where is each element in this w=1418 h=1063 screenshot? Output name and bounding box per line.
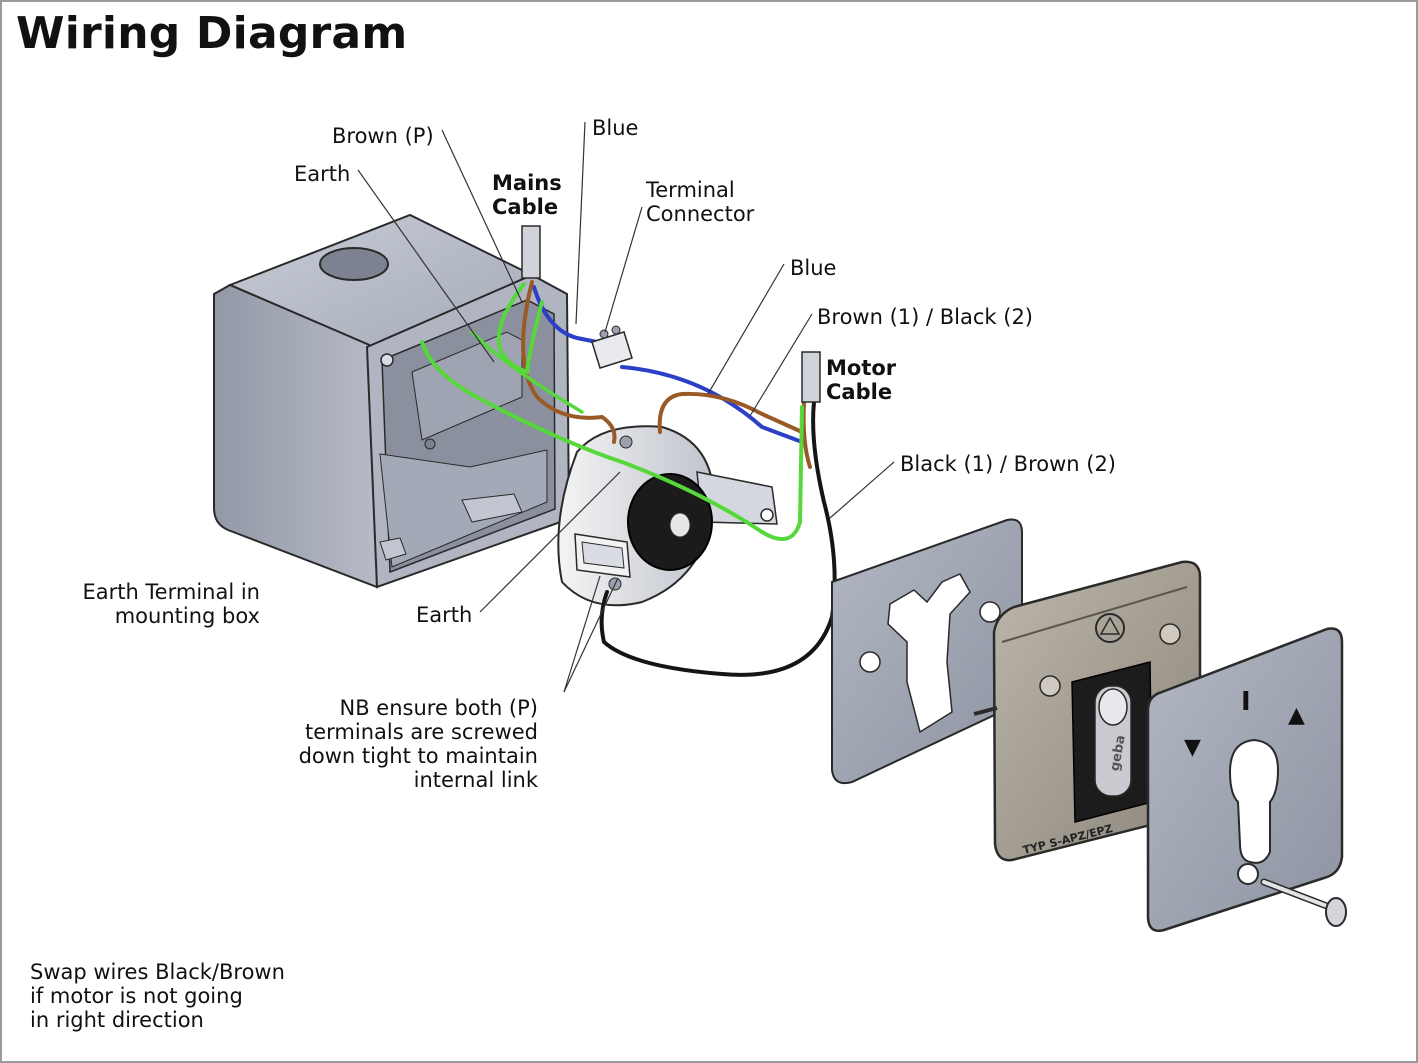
blue-wire-motor (620, 365, 804, 444)
black-wire-motor (599, 400, 837, 677)
wires (420, 280, 837, 677)
label-earth-terminal: Earth Terminal in mounting box (82, 580, 260, 628)
label-motor-cable: Motor Cable (826, 356, 897, 404)
leader-lines (357, 121, 895, 693)
label-black1-brown2: Black (1) / Brown (2) (900, 452, 1116, 476)
label-blue-top: Blue (592, 116, 639, 140)
position-down-icon: ▼ (1184, 735, 1201, 760)
brown-wire-mains-p (521, 280, 617, 444)
mounting-box-cable-hole (319, 247, 389, 281)
earth-wire-mechanism (470, 330, 584, 414)
lock-brand-text: geba (1108, 734, 1129, 772)
label-swap-note: Swap wires Black/Brown if motor is not g… (30, 960, 285, 1032)
gasket-plate (831, 518, 1023, 785)
key-slot (1228, 738, 1280, 864)
label-earth-top: Earth (294, 162, 351, 186)
switch-mechanism (557, 425, 778, 607)
position-off-mark: I (1241, 687, 1251, 717)
brown-wire-link (657, 391, 804, 434)
mounting-box (213, 213, 571, 589)
label-blue-right: Blue (790, 256, 837, 280)
label-mains-cable: Mains Cable (492, 171, 562, 219)
label-brown-p: Brown (P) (332, 124, 434, 148)
gasket-plate-cutout (887, 573, 971, 734)
key-cover-plate: ▼ I ▲ (1146, 627, 1344, 932)
warning-triangle-icon (1095, 613, 1125, 643)
motor-cable-sleeve (801, 351, 821, 403)
label-brown1-black2: Brown (1) / Black (2) (817, 305, 1033, 329)
position-up-icon: ▲ (1288, 703, 1305, 728)
fixing-screw (1260, 878, 1347, 927)
page-title: Wiring Diagram (16, 8, 408, 59)
mains-cable-sleeve (521, 225, 541, 279)
blue-wire-mains (532, 285, 609, 346)
brown-wire-motor-tail (801, 400, 812, 469)
label-nb-note: NB ensure both (P) terminals are screwed… (298, 696, 538, 792)
earth-wire-mains (496, 282, 544, 375)
label-earth-bottom: Earth (416, 603, 473, 627)
terminal-connector (591, 325, 633, 369)
label-terminal-connector: Terminal Connector (646, 178, 755, 226)
earth-wire-box (420, 340, 804, 542)
